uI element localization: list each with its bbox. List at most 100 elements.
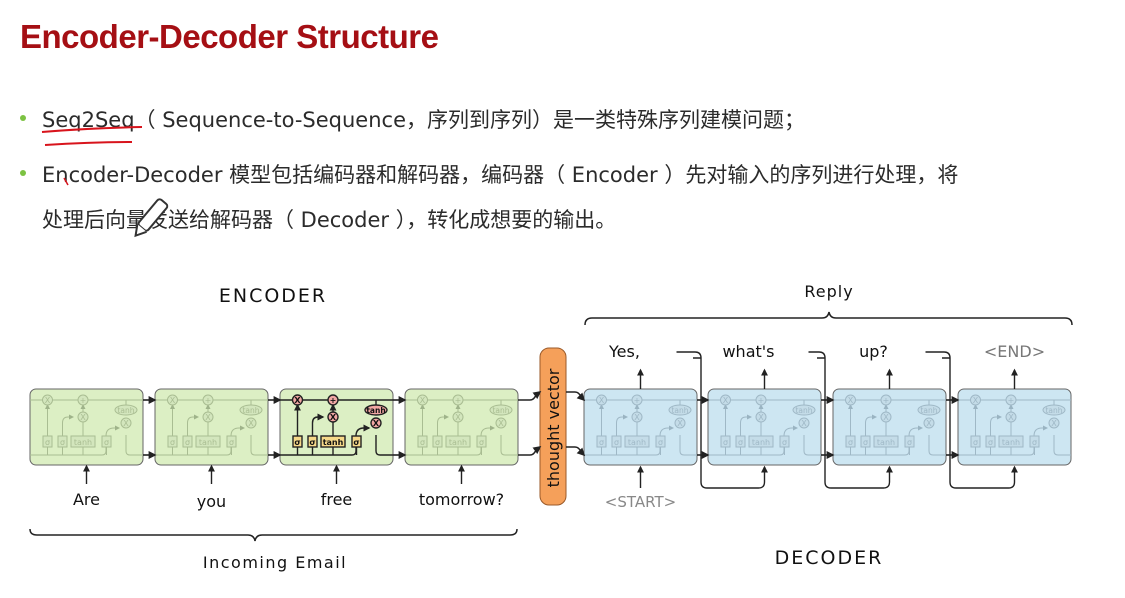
- gate-box: [655, 435, 666, 448]
- multiply-node: [970, 394, 981, 406]
- multiply-node: [923, 417, 935, 429]
- decoder-output-word: up?: [859, 342, 888, 361]
- multiply-node: [1048, 417, 1060, 429]
- bullet-text: （ Sequence-to-Sequence，序列到序列）是一类特殊序列建模问题…: [134, 108, 806, 132]
- multiply-node-label: X: [455, 413, 461, 422]
- decoder-feedback-arrow: [676, 351, 765, 489]
- add-node: [880, 394, 892, 406]
- tanh-node: [792, 404, 816, 416]
- gate-label: σ: [1032, 438, 1037, 447]
- gate-label: tanh: [752, 438, 770, 447]
- decoder-output-word: what's: [722, 342, 774, 361]
- bullet-dot: [20, 170, 26, 176]
- add-node-label: +: [455, 396, 462, 405]
- input-gate-path: [187, 414, 199, 436]
- add-node: [452, 394, 464, 406]
- input-gate-path: [616, 414, 628, 436]
- multiply-node-label: X: [248, 419, 254, 428]
- multiply-node-label: X: [123, 419, 129, 428]
- gate-label: σ: [599, 438, 604, 447]
- bullet-encoder-decoder: Encoder-Decoder 模型包括编码器和解码器，编码器（ Encoder…: [20, 152, 958, 198]
- tanh-node-label: tanh: [795, 406, 812, 415]
- decoder-output-word: Yes,: [608, 342, 640, 361]
- add-node-label: +: [758, 396, 765, 405]
- encoder-input-word: free: [321, 490, 353, 509]
- multiply-node: [417, 394, 428, 406]
- gate-label: σ: [973, 438, 978, 447]
- gate-label: σ: [45, 438, 50, 447]
- add-node-label: +: [330, 396, 337, 405]
- multiply-node: [77, 411, 89, 423]
- tanh-node: [1042, 404, 1066, 416]
- add-node: [1005, 394, 1017, 406]
- input-gate-path: [311, 413, 325, 436]
- gate-label: σ: [848, 438, 853, 447]
- tanh-node: [114, 404, 138, 416]
- thought-vector-box: [539, 347, 567, 506]
- multiply-node: [845, 394, 856, 406]
- gate-label: σ: [104, 438, 109, 447]
- gate-label: σ: [988, 438, 993, 447]
- multiply-node: [631, 411, 643, 423]
- gate-label: σ: [229, 438, 234, 447]
- gate-label: σ: [658, 438, 663, 447]
- output-path: [679, 435, 697, 456]
- gate-label: tanh: [1002, 438, 1020, 447]
- multiply-node-label: X: [420, 396, 426, 405]
- reply-brace: [584, 311, 1073, 326]
- gate-label: σ: [170, 438, 175, 447]
- multiply-node: [495, 417, 507, 429]
- tanh-node-label: tanh: [492, 406, 509, 415]
- add-node: [202, 394, 214, 406]
- gate-label: σ: [782, 438, 787, 447]
- multiply-node-label: X: [599, 396, 605, 405]
- multiply-node-label: X: [373, 419, 380, 428]
- output-path: [500, 435, 518, 456]
- multiply-node-label: X: [498, 419, 504, 428]
- input-gate-path: [740, 414, 752, 436]
- encoder-to-thought-arrow: [518, 391, 542, 401]
- tanh-node: [489, 404, 513, 416]
- multiply-node-label: X: [677, 419, 683, 428]
- reply-label: Reply: [804, 282, 853, 301]
- tanh-node: [917, 404, 941, 416]
- tanh-node: [239, 404, 263, 416]
- input-gate-path: [437, 414, 449, 436]
- add-node-label: +: [205, 396, 212, 405]
- multiply-node-label: X: [973, 396, 979, 405]
- multiply-node: [720, 394, 731, 406]
- incoming-email-label: Incoming Email: [203, 553, 347, 572]
- multiply-node-label: X: [45, 396, 51, 405]
- red-underline-annotation: [41, 126, 143, 133]
- multiply-node-label: X: [723, 396, 729, 405]
- gate-label: σ: [435, 438, 440, 447]
- tanh-node-label: tanh: [366, 406, 385, 415]
- multiply-node: [755, 411, 767, 423]
- multiply-node: [245, 417, 257, 429]
- multiply-node-label: X: [801, 419, 807, 428]
- multiply-node-label: X: [1008, 413, 1014, 422]
- gate-label: tanh: [323, 438, 344, 447]
- multiply-node: [596, 394, 607, 406]
- encoder-to-thought-arrow: [518, 446, 542, 456]
- multiply-node-label: X: [848, 396, 854, 405]
- tanh-node-label: tanh: [671, 406, 688, 415]
- input-gate-path: [62, 414, 74, 436]
- gate-label: tanh: [628, 438, 646, 447]
- gate-box: [1029, 435, 1040, 448]
- multiply-node-label: X: [80, 413, 86, 422]
- add-node: [755, 394, 767, 406]
- red-tick-annotation: [63, 177, 69, 186]
- red-underline-annotation: [44, 141, 133, 146]
- tanh-node-label: tanh: [1045, 406, 1062, 415]
- bullet-dot: [20, 115, 26, 121]
- output-path: [375, 435, 393, 456]
- add-node: [327, 394, 339, 406]
- encoder-input-word: Are: [73, 490, 100, 509]
- multiply-node-label: X: [926, 419, 932, 428]
- add-node-label: +: [634, 396, 641, 405]
